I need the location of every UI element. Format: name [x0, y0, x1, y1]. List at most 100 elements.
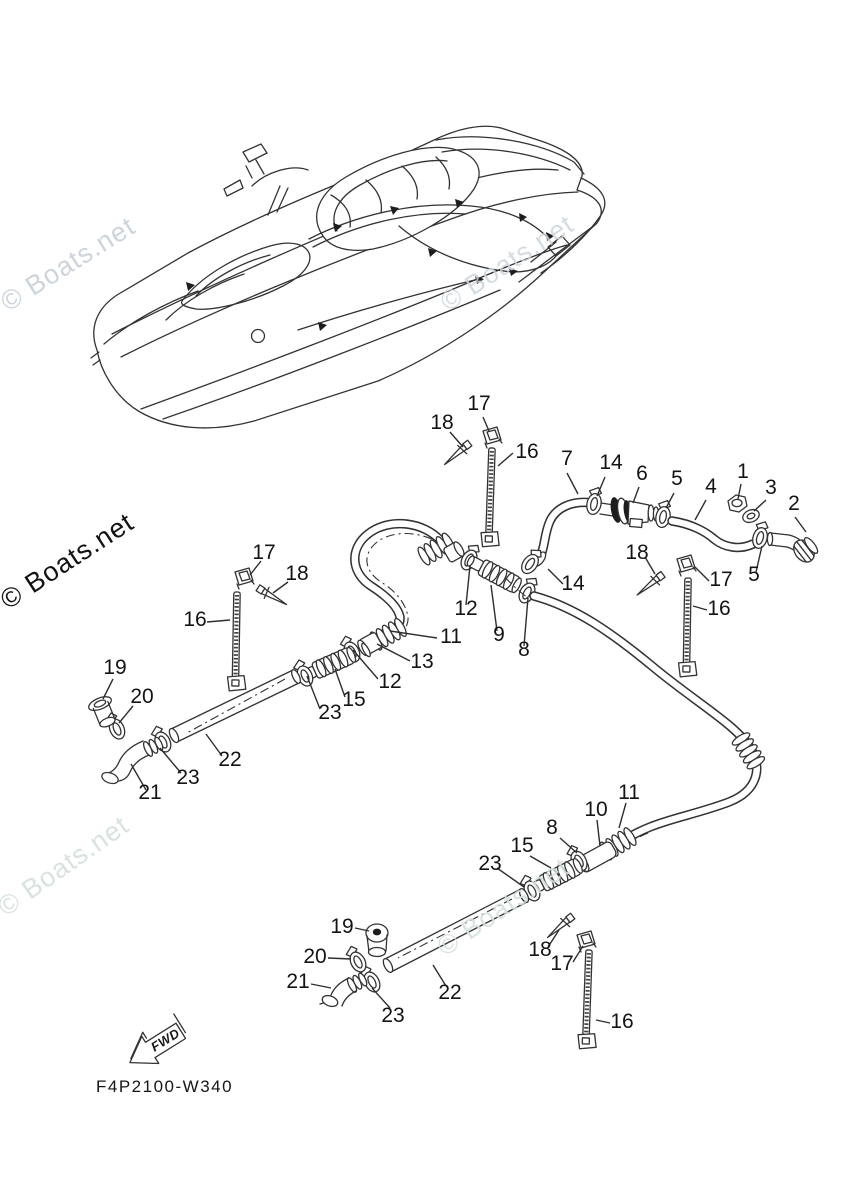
leader-line — [376, 643, 411, 662]
watermark: © Boats.net — [0, 211, 140, 317]
leader-line — [737, 483, 742, 500]
watermark: © Boats.net — [435, 209, 579, 317]
leader-line — [497, 452, 514, 467]
callout-label: 17 — [467, 392, 490, 415]
fwd-arrow: FWD — [129, 1013, 187, 1065]
leader-line — [523, 597, 529, 647]
leader-line — [327, 957, 352, 960]
jetski-illustration — [90, 125, 606, 429]
leader-line — [644, 556, 656, 575]
elbow-fitting-21 — [319, 972, 368, 1008]
middle-hose-assembly — [350, 518, 465, 658]
watermark: © Boats.net — [432, 852, 575, 962]
ribbed-fitting-9 — [463, 551, 525, 596]
callout-label: 4 — [705, 475, 717, 498]
leader-line — [618, 802, 627, 829]
callout-label: 5 — [671, 467, 683, 490]
callout-label: 16 — [515, 440, 538, 463]
clip-17 — [576, 930, 597, 953]
leader-line — [632, 486, 640, 504]
leader-line — [310, 983, 332, 989]
leader-line — [354, 927, 370, 932]
jetski-deck-hoses — [186, 199, 560, 331]
callout-label: 20 — [303, 945, 326, 968]
clip-17 — [676, 554, 697, 577]
callout-label: 18 — [285, 562, 308, 585]
nut-1 — [727, 494, 748, 513]
callout-label: 2 — [788, 492, 800, 515]
watermark: © Boats.net — [0, 507, 139, 615]
rivet-pin-18 — [542, 911, 578, 943]
callout-label: 22 — [438, 981, 461, 1004]
callout-label: 16 — [610, 1010, 633, 1033]
callout-label: 16 — [183, 608, 206, 631]
tube-22 — [382, 887, 530, 974]
lower-hose-assembly — [319, 591, 767, 1008]
leader-line — [130, 763, 147, 791]
callout-label: 20 — [130, 685, 153, 708]
grommet-19 — [88, 696, 116, 728]
leader-line — [306, 675, 321, 710]
clip-17 — [234, 567, 255, 590]
elbow-fitting-21 — [101, 736, 164, 785]
leader-line — [596, 476, 606, 497]
callout-label: 7 — [561, 447, 573, 470]
leader-line — [665, 492, 675, 509]
rivet-pin-18 — [254, 581, 290, 612]
callout-label: 21 — [138, 781, 161, 804]
grommet-19 — [365, 923, 389, 958]
leader-line — [694, 499, 707, 521]
leader-line — [694, 566, 710, 582]
callout-label: 12 — [378, 670, 401, 693]
callout-label: 17 — [550, 952, 573, 975]
callout-label: 23 — [381, 1004, 404, 1027]
callout-label: 14 — [599, 451, 623, 474]
rivet-pin-18 — [632, 569, 668, 600]
leader-line — [465, 565, 471, 606]
leader-line — [102, 678, 114, 700]
cable-tie-16 — [578, 950, 600, 1050]
callout-label: 14 — [561, 572, 585, 595]
callout-label: 16 — [707, 597, 730, 620]
callout-label: 19 — [330, 915, 353, 938]
callout-label: 15 — [342, 688, 365, 711]
callout-label: 18 — [625, 541, 648, 564]
leader-line — [566, 472, 579, 495]
leader-line — [547, 929, 560, 948]
callout-label: 21 — [286, 970, 309, 993]
callout-label: 15 — [510, 834, 533, 857]
leader-line — [449, 431, 464, 448]
callout-label: 6 — [636, 462, 648, 485]
leader-line — [118, 705, 134, 724]
leader-line — [559, 837, 578, 854]
callout-label: 10 — [584, 798, 607, 821]
cable-tie-16 — [481, 448, 503, 548]
leader-line — [482, 416, 490, 432]
leader-line — [389, 630, 438, 639]
watermark-layer: © Boats.net © Boats.net © Boats.net © Boats… — [0, 209, 579, 962]
clip-17 — [482, 426, 503, 449]
upper-hose-assembly — [517, 485, 819, 578]
leader-line — [334, 668, 346, 698]
leader-line — [432, 964, 447, 987]
leader-line — [352, 649, 379, 680]
callout-label: 23 — [318, 701, 341, 724]
callout-label: 11 — [618, 781, 640, 804]
leader-line — [794, 516, 807, 533]
thru-hull-fitting-2 — [766, 531, 819, 563]
leader-line — [206, 619, 231, 623]
hose-clamp-14 — [584, 485, 606, 517]
callout-label: 3 — [765, 476, 777, 499]
leader-line — [496, 867, 525, 888]
watermark: © Boats.net — [0, 810, 134, 922]
part-code: F4P2100-W340 — [96, 1077, 233, 1096]
mid-joint-assembly — [457, 541, 542, 607]
callout-label: 8 — [546, 816, 558, 839]
callout-label: 8 — [518, 638, 530, 661]
callout-label: 18 — [430, 411, 453, 434]
callout-label: 5 — [748, 563, 760, 586]
leader-line — [753, 499, 767, 512]
